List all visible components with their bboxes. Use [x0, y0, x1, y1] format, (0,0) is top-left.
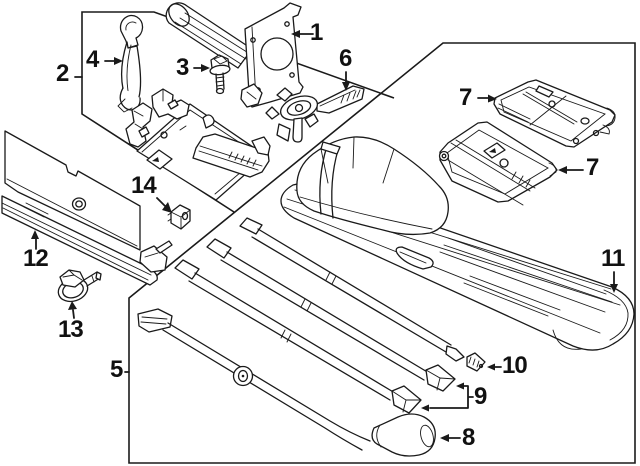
- rod-end-fitting-part: [467, 353, 485, 371]
- extension-rod-top: [240, 218, 464, 361]
- crank-handle-part: [165, 0, 303, 107]
- callout-12-label: 12: [23, 245, 49, 272]
- callout-6-label: 6: [339, 45, 352, 72]
- callout-7-lower-label: 7: [586, 154, 599, 181]
- lug-wrench-part: [138, 309, 436, 456]
- storage-pad-lower-part: [440, 122, 558, 205]
- extension-rod-bottom: [175, 260, 421, 413]
- extension-rod-middle: [207, 239, 455, 391]
- callout-2-label: 2: [56, 60, 69, 87]
- storage-pad-upper-part: [494, 80, 615, 147]
- callout-9-label: 9: [474, 383, 487, 410]
- hex-bolt-part: [209, 55, 230, 94]
- hook-fitting-part: [266, 86, 364, 142]
- callout-arrows: [31, 30, 618, 442]
- callout-11-label: 11: [601, 245, 625, 272]
- callout-1-label: 1: [310, 19, 323, 46]
- callout-7-upper-label: 7: [459, 84, 472, 111]
- callout-13-label: 13: [58, 316, 84, 343]
- tool-kit-box-outline: [129, 43, 635, 463]
- strap-part: [118, 15, 143, 112]
- callout-4-label: 4: [86, 46, 99, 73]
- washer-bolt-part: [55, 270, 101, 305]
- callout-8-label: 8: [462, 424, 475, 451]
- tool-tray-part: [126, 89, 270, 200]
- clip-part: [168, 205, 190, 229]
- callout-3-label: 3: [176, 54, 189, 81]
- callout-5-label: 5: [110, 356, 123, 383]
- callout-10-label: 10: [502, 352, 528, 379]
- callout-14-label: 14: [131, 172, 157, 199]
- cover-panel-part: [2, 131, 172, 285]
- jack-assembly-part: [281, 137, 634, 350]
